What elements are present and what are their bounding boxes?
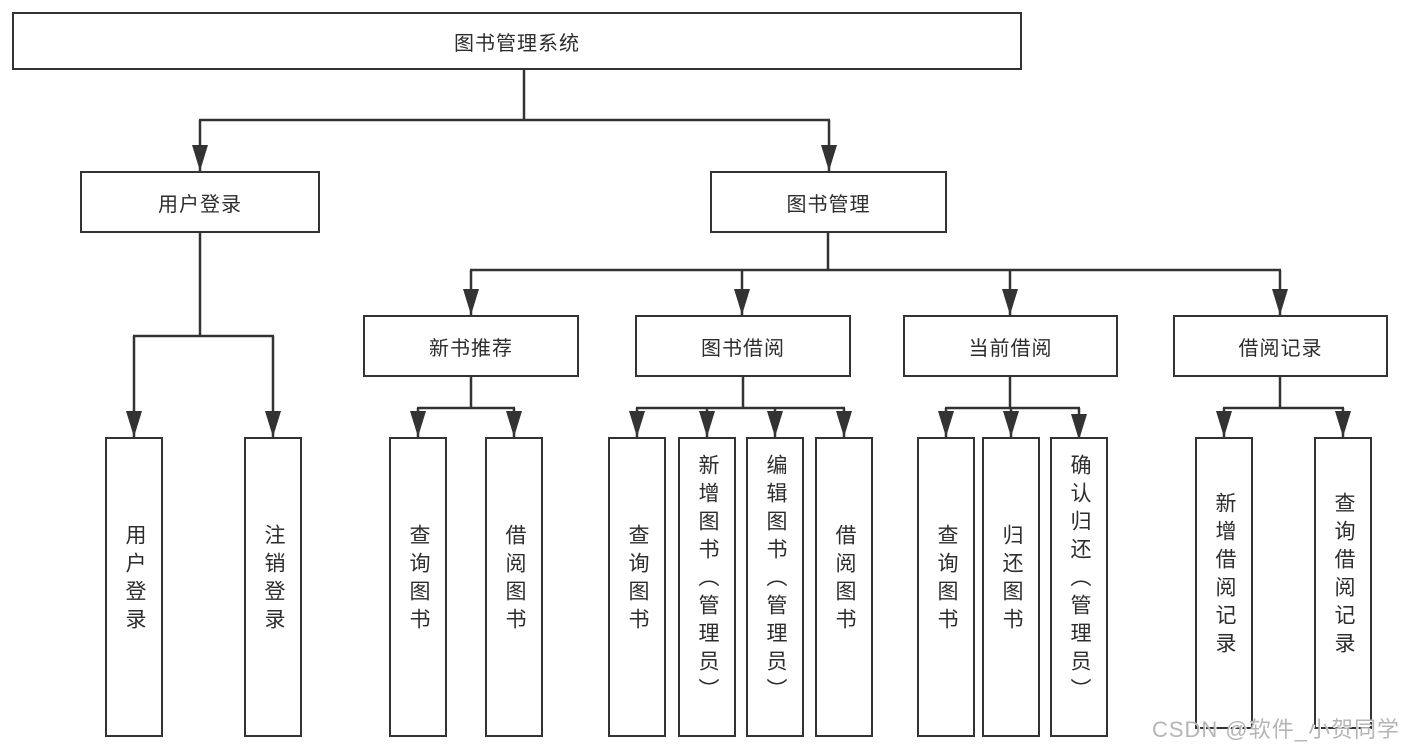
node-library-management-system: 图书管理系统 <box>12 12 1022 70</box>
leaf-query-books-recommend: 查询图书 <box>389 437 447 737</box>
leaf-query-books-current: 查询图书 <box>917 437 975 737</box>
leaf-logout: 注销登录 <box>244 437 302 737</box>
leaf-query-books-borrowing: 查询图书 <box>608 437 666 737</box>
node-current-borrowing: 当前借阅 <box>903 315 1118 377</box>
leaf-query-borrow-record: 查询借阅记录 <box>1314 437 1372 729</box>
leaf-confirm-return-admin: 确认归还（管理员） <box>1050 437 1108 737</box>
node-borrowing-records: 借阅记录 <box>1173 315 1388 377</box>
leaf-borrow-books-borrowing: 借阅图书 <box>815 437 873 737</box>
node-book-borrowing: 图书借阅 <box>635 315 851 377</box>
leaf-user-login: 用户登录 <box>105 437 163 737</box>
leaf-return-books: 归还图书 <box>982 437 1040 737</box>
csdn-watermark: CSDN @软件_小贺同学 <box>1151 717 1400 742</box>
node-new-book-recommendation: 新书推荐 <box>363 315 579 377</box>
node-user-login: 用户登录 <box>80 171 320 233</box>
leaf-add-borrow-record: 新增借阅记录 <box>1195 437 1253 729</box>
leaf-add-books-admin: 新增图书（管理员） <box>678 437 736 737</box>
node-book-management: 图书管理 <box>710 171 947 233</box>
leaf-borrow-books-recommend: 借阅图书 <box>485 437 543 737</box>
leaf-edit-books-admin: 编辑图书（管理员） <box>746 437 804 737</box>
